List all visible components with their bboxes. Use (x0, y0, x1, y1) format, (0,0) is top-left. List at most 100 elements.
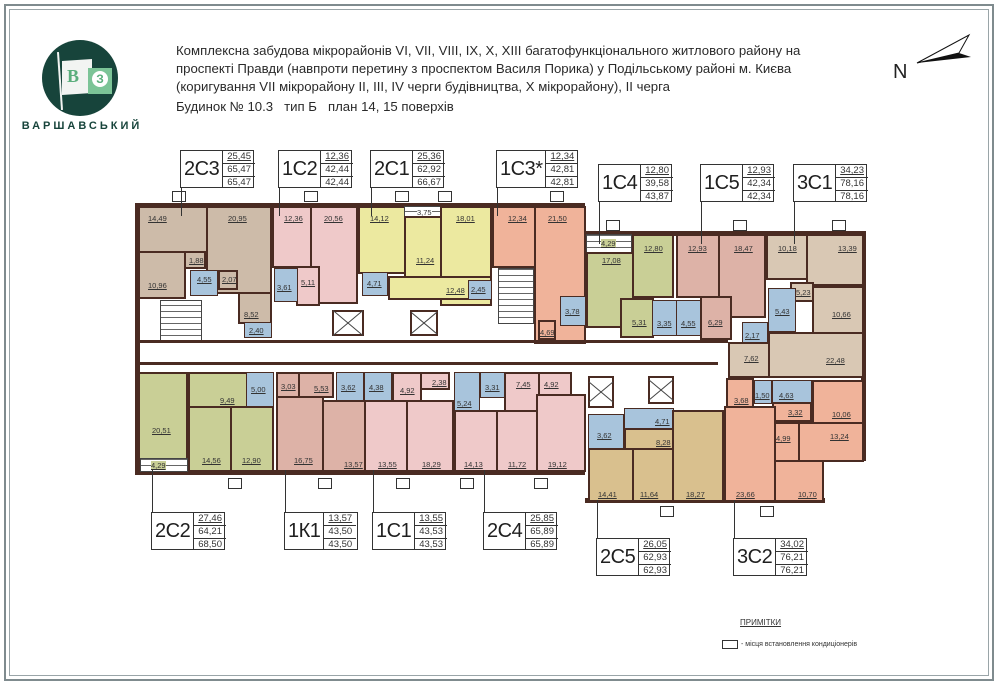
apartment-areas: 25,85 65,89 65,89 (525, 513, 558, 550)
room-1c2-kitchen: 12,36 (272, 206, 312, 268)
room-3c2-storage: 4,99 (774, 422, 800, 462)
ac-unit-marker (760, 506, 774, 517)
apartment-tag-1k1: 1К1 13,57 43,50 43,50 (284, 512, 358, 550)
apartment-areas: 12,93 42,34 42,34 (742, 165, 775, 202)
room-1c5-living: 18,47 (718, 234, 766, 318)
apartment-areas: 25,36 62,92 66,67 (412, 151, 445, 188)
ac-unit-marker (304, 191, 318, 202)
room-1k1-hall-a: 3,03 (276, 372, 300, 398)
room-1c1-bath: 4,38 (364, 372, 392, 402)
ac-unit-marker (395, 191, 409, 202)
living-area: 12,93 (743, 165, 775, 178)
ac-unit-marker (550, 191, 564, 202)
total-area: 39,58 (641, 178, 673, 191)
apartment-tag-1c5: 1С5 12,93 42,34 42,34 (700, 164, 775, 202)
living-area: 25,45 (223, 151, 255, 164)
living-area: 12,34 (546, 151, 579, 164)
total-area-with-balcony: 78,16 (840, 191, 864, 202)
notes-ac-legend: - місця встановлення кондиціонерів (722, 640, 857, 649)
outer-wall-top-left (135, 203, 585, 208)
ac-unit-marker (438, 191, 452, 202)
room-2c3-closet: 1,88 (184, 251, 206, 269)
room-2c4-wc: 3,31 (480, 372, 506, 398)
elevator-4 (648, 376, 674, 404)
elevator-1 (332, 310, 364, 336)
apartment-areas: 34,02 76,21 76,21 (775, 539, 808, 576)
apartment-tag-2c3: 2С3 25,45 65,47 65,47 (180, 150, 255, 188)
apartment-tag-1c4: 1С4 12,80 39,58 43,87 (598, 164, 673, 202)
room-2c2-bath: 5,00 (246, 372, 274, 408)
outer-wall-top-right (585, 231, 866, 236)
elevator-2 (410, 310, 438, 336)
ac-unit-marker (534, 478, 548, 489)
ac-unit-marker (460, 478, 474, 489)
room-3c2-bedroom2: 13,24 (798, 422, 864, 462)
room-3c1-bedroom2: 10,66 (812, 286, 864, 334)
total-area-with-balcony: 42,81 (550, 177, 575, 188)
total-area: 64,21 (194, 526, 226, 539)
inner-frame (9, 9, 989, 676)
living-area: 34,02 (776, 539, 808, 552)
apartment-areas: 26,05 62,93 62,93 (638, 539, 671, 576)
outer-frame (4, 4, 994, 681)
apartment-areas: 34,23 78,16 78,16 (835, 165, 868, 202)
room-2c3-bedroom: 14,49 (138, 206, 208, 253)
room-2c2-living: 20,51 (138, 372, 188, 472)
apartment-tag-1c1: 1С1 13,55 43,53 43,53 (372, 512, 447, 550)
leader-1c2 (279, 186, 280, 216)
outer-wall-bottom-left (135, 470, 585, 475)
living-area: 12,80 (641, 165, 673, 178)
total-area: 65,47 (223, 164, 255, 177)
leader-2c4 (484, 470, 485, 514)
staircase-center (498, 268, 534, 324)
leader-1c3 (497, 186, 498, 216)
total-area-with-balcony: 62,93 (643, 565, 667, 576)
room-2c2-balcony: 4,29 (140, 458, 188, 472)
total-area: 78,16 (836, 178, 868, 191)
apartment-code: 1С5 (704, 171, 740, 194)
room-2c1-wc: 2,45 (468, 280, 492, 300)
apartment-areas: 12,80 39,58 43,87 (640, 165, 673, 202)
apartment-code: 2С3 (184, 157, 220, 180)
living-area: 25,85 (526, 513, 558, 526)
room-1k1-hall-b: 5,53 (298, 372, 334, 398)
room-3c2-bedroom1: 10,06 (812, 380, 864, 424)
total-area: 42,34 (743, 178, 775, 191)
room-1c5-hall: 6,29 (700, 296, 732, 340)
total-area: 76,21 (776, 552, 808, 565)
notes-ac-text: - місця встановлення кондиціонерів (741, 641, 858, 648)
ac-unit-marker (606, 220, 620, 231)
ac-unit-marker (396, 478, 410, 489)
room-3c1-hall: 7,62 (728, 342, 770, 378)
room-2c3-bedroom2: 10,96 (138, 251, 186, 299)
ac-box-icon (722, 640, 738, 649)
ac-unit-marker (318, 478, 332, 489)
living-area: 13,55 (415, 513, 447, 526)
room-1c4-hall: 5,31 (620, 298, 654, 338)
total-area-with-balcony: 43,53 (419, 539, 443, 550)
apartment-code: 2С5 (600, 545, 636, 568)
room-2c1-bath: 4,71 (362, 272, 388, 296)
total-area-with-balcony: 43,87 (645, 191, 669, 202)
logo-letter-z: З (92, 71, 108, 87)
leader-2c2 (152, 470, 153, 514)
apartment-areas: 27,46 64,21 68,50 (193, 513, 226, 550)
title-line-3: (коригування VII мікрорайону II, III, IV… (176, 79, 670, 94)
ac-unit-marker (172, 191, 186, 202)
apartment-tag-2c1: 2С1 25,36 62,92 66,67 (370, 150, 445, 188)
room-1c4-kitchen: 12,80 (632, 234, 674, 298)
room-1c1-kitchen: 13,55 (364, 400, 408, 472)
room-1c3-bath: 3,78 (560, 296, 586, 326)
total-area-with-balcony: 42,34 (747, 191, 771, 202)
room-1c5-kitchen: 12,93 (676, 234, 720, 298)
apartment-code: 1С2 (282, 157, 318, 180)
notes-title: ПРИМІТКИ (740, 618, 782, 627)
apartment-tag-2c5: 2С5 26,05 62,93 62,93 (596, 538, 671, 576)
room-1c4-bath: 3,35 (652, 300, 678, 336)
apartment-code: 2С1 (374, 157, 410, 180)
apartment-code: 1К1 (288, 519, 321, 542)
title-line-2: проспекті Правди (навпроти перетину з пр… (176, 61, 792, 76)
room-2c5-bedroom2: 11,64 (632, 448, 674, 502)
room-3c1-bedroom1: 13,39 (806, 234, 864, 286)
room-2c2-hall: 9,49 (188, 372, 248, 408)
